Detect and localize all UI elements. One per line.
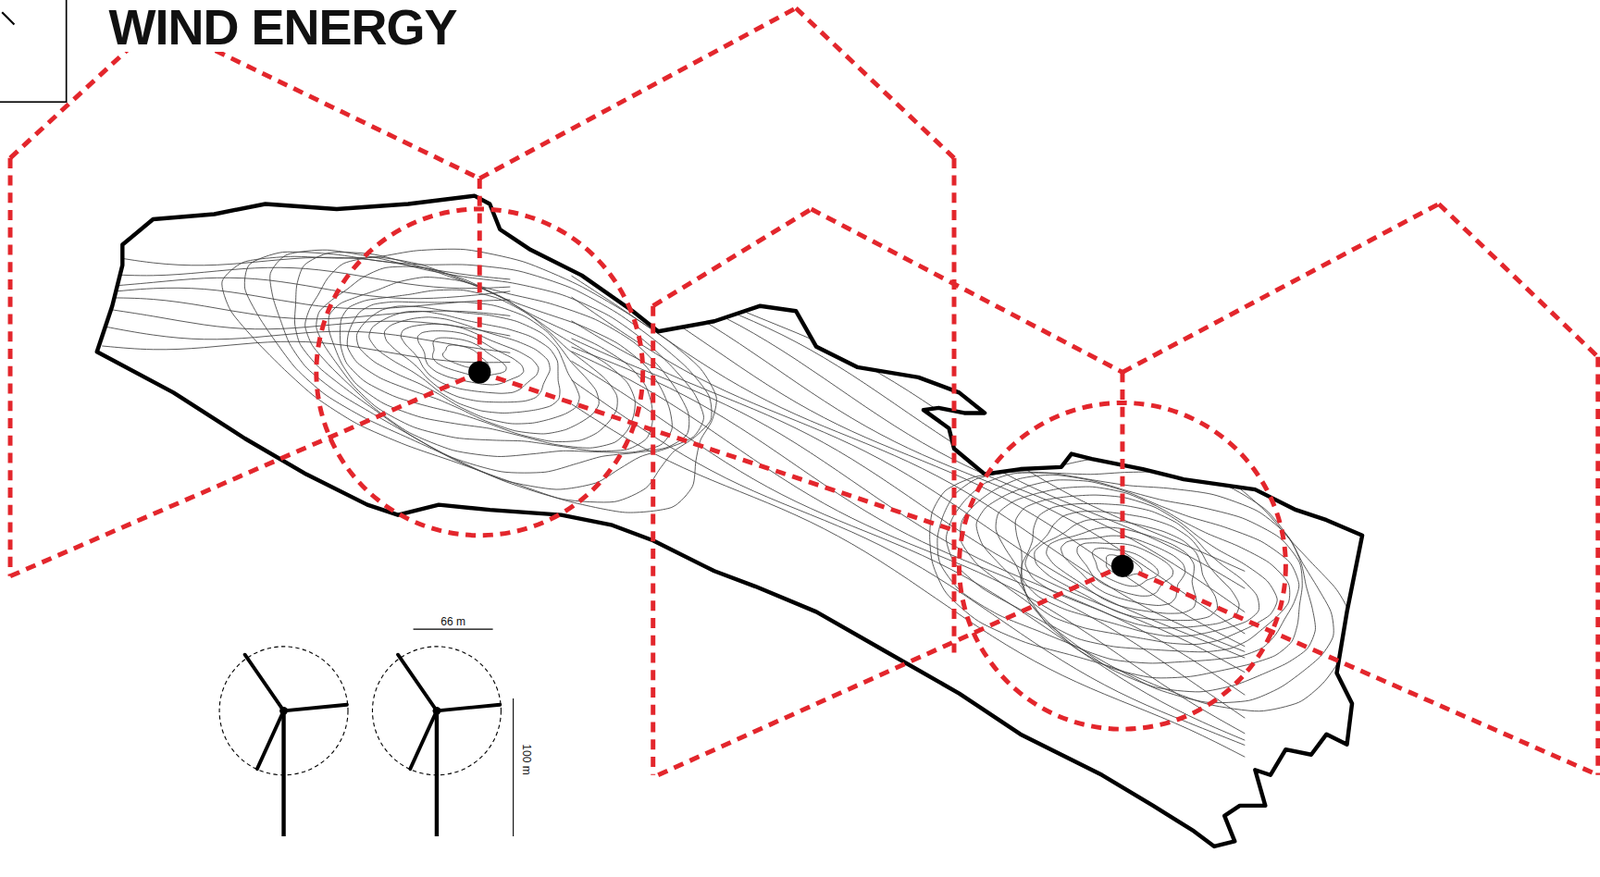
title: WIND ENERGY: [105, 1, 461, 52]
turbine-icon: [372, 646, 501, 837]
dimension-line: [413, 629, 494, 631]
dimension-label: 100 m: [520, 743, 534, 778]
contour-lines: [101, 213, 1352, 757]
north-box: [0, 0, 67, 102]
hex-grid: [10, 8, 1599, 776]
dimension-line: [512, 698, 514, 837]
turbine-icon: [219, 646, 348, 837]
turbine-site: [468, 360, 491, 384]
dimension-label: 66 m: [438, 615, 468, 629]
island-outline: [97, 196, 1363, 847]
turbine-site: [1111, 555, 1134, 578]
north-arrow: [1, 12, 14, 25]
